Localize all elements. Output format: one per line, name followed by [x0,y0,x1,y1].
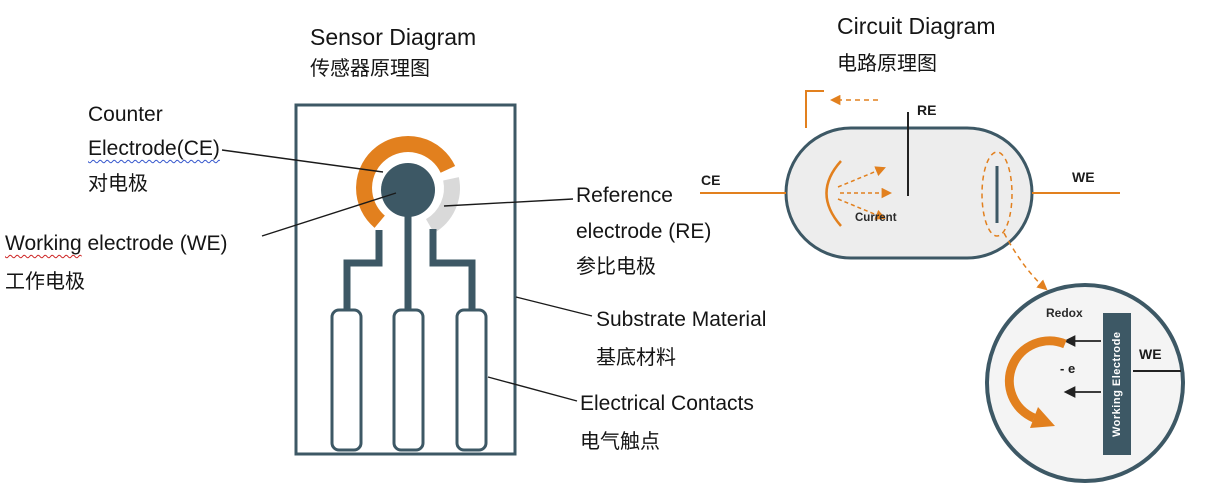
re-terminal-label: RE [917,102,937,118]
substrate-label: Substrate Material [596,308,767,331]
counter-electrode-label-line1: Counter [88,103,163,126]
ce-trace [343,230,383,316]
working-electrode-bar [1103,313,1131,455]
contact-pad-1 [330,308,363,452]
contact-pad-3 [455,308,488,452]
we-terminal-label: WE [1072,169,1095,185]
contacts-label-zh: 电气触点 [580,431,660,453]
reference-electrode-label-line1: Reference [576,184,673,207]
circuit-title-zh: 电路原理图 [837,53,937,75]
we-zoom-ellipse [981,151,1013,237]
feedback-line [805,90,824,128]
redox-arrowhead [1030,407,1055,428]
reference-electrode-label-zh: 参比电极 [576,256,656,278]
sensor-title: Sensor Diagram [310,24,477,50]
counter-electrode-label-line2: Electrode(CE) [88,137,220,160]
reference-electrode-label-line2: electrode (RE) [576,220,712,243]
counter-electrode-label-zh: 对电极 [88,173,148,195]
working-rest: electrode (WE) [81,232,228,255]
counter-electrode-arc [356,136,456,228]
working-word: Working [5,232,82,255]
redox-label: Redox [1046,306,1083,320]
working-electrode-bar-label: Working Electrode [1111,331,1123,437]
contacts-label: Electrical Contacts [580,392,754,415]
current-arrow-3 [837,198,886,220]
electron-label: - e [1060,361,1076,376]
working-electrode-label: Working electrode (WE) [5,231,228,256]
ce-terminal-label: CE [701,172,721,188]
label-line-reference [443,198,574,207]
zoom-connector [1003,232,1048,291]
label-line-substrate [515,296,593,317]
sensor-title-zh: 传感器原理图 [310,58,430,80]
label-line-working [261,192,397,237]
zoom-circle [985,283,1185,483]
substrate-label-zh: 基底材料 [596,347,676,369]
working-electrode-label-zh: 工作电极 [5,271,85,293]
redox-arrow [1004,336,1067,423]
contact-pad-2 [392,308,425,452]
label-line-counter [221,149,384,173]
current-arrow-1 [837,166,886,188]
circuit-title: Circuit Diagram [837,13,996,39]
working-electrode-disc [381,163,435,217]
re-trace [429,229,476,316]
ce-electrode-arc [825,160,842,227]
label-line-contacts [487,376,578,402]
current-label: Current [855,212,897,224]
we-zoom-label: WE [1139,346,1162,362]
